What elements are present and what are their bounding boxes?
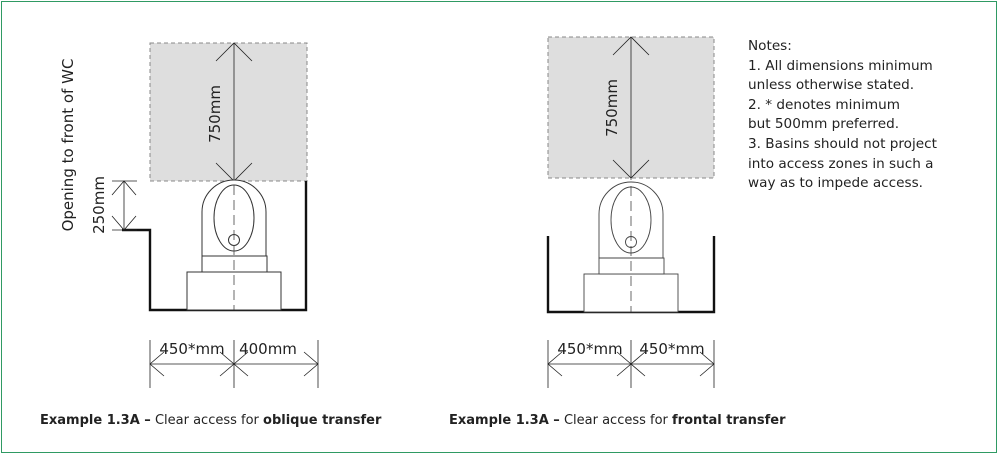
cubicle-wall <box>122 181 308 312</box>
opening-height-label: 250mm <box>90 176 108 234</box>
note-line: 3. Basins should not project <box>748 135 937 152</box>
width-dimension-lines <box>149 340 319 388</box>
depth-dimension-line <box>612 36 650 179</box>
caption-text: Clear access for <box>559 413 673 428</box>
frontal-transfer-diagram: 750mm 450*mm 450*mm <box>546 36 716 388</box>
note-line: 1. All dimensions minimum <box>748 57 933 74</box>
left-width-label: 450*mm <box>557 340 622 358</box>
caption-emphasis: oblique transfer <box>263 413 382 428</box>
caption-oblique-transfer: Example 1.3A – Clear access for oblique … <box>40 413 381 428</box>
depth-label: 750mm <box>206 85 224 143</box>
width-dimension-lines <box>547 340 715 388</box>
right-width-label: 450*mm <box>639 340 704 358</box>
notes-panel: Notes: 1. All dimensions minimum unless … <box>748 37 978 194</box>
notes-heading: Notes: <box>748 38 792 54</box>
wc-pan <box>583 181 679 313</box>
note-line: into access zones in such a <box>748 155 934 172</box>
depth-label: 750mm <box>603 79 621 137</box>
caption-prefix: Example 1.3A – <box>449 413 560 428</box>
oblique-transfer-diagram: 750mm 250mm Opening to front of WC <box>59 42 319 388</box>
caption-text: Clear access for <box>150 413 264 428</box>
opening-dimension-line <box>111 180 137 231</box>
wc-pan <box>186 179 282 311</box>
caption-emphasis: frontal transfer <box>672 413 786 428</box>
right-width-label: 400mm <box>239 340 297 358</box>
opening-label: Opening to front of WC <box>59 59 77 232</box>
note-line: but 500mm preferred. <box>748 116 900 133</box>
note-line: way as to impede access. <box>748 175 923 192</box>
left-width-label: 450*mm <box>159 340 224 358</box>
caption-frontal-transfer: Example 1.3A – Clear access for frontal … <box>449 413 786 428</box>
caption-prefix: Example 1.3A – <box>40 413 151 428</box>
note-line: unless otherwise stated. <box>748 77 915 94</box>
access-zone <box>149 42 308 182</box>
note-line: 2. * denotes minimum <box>748 96 900 113</box>
